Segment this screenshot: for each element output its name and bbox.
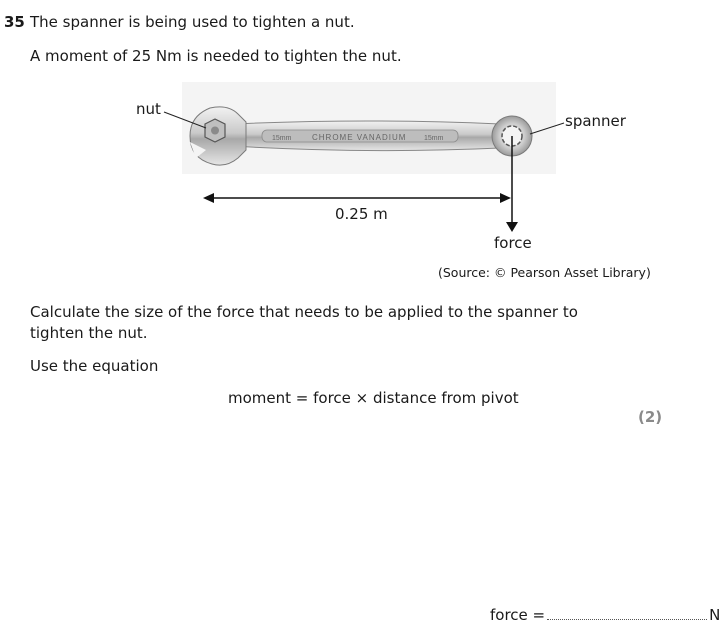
calculation-instruction: Calculate the size of the force that nee…: [30, 303, 578, 342]
question-stem: The spanner is being used to tighten a n…: [30, 13, 355, 31]
nut-hole: [211, 126, 219, 135]
figure-source: (Source: © Pearson Asset Library): [438, 265, 651, 280]
distance-arrowhead-right: [500, 193, 511, 203]
use-equation-text: Use the equation: [30, 357, 159, 375]
spanner-label: spanner: [565, 112, 626, 130]
answer-label: force =: [490, 606, 546, 624]
answer-field[interactable]: [547, 607, 708, 620]
moment-equation: moment = force × distance from pivot: [228, 389, 519, 407]
marks-indicator: (2): [638, 408, 663, 426]
spanner-size-right: 15mm: [424, 135, 444, 142]
question-number: 35: [4, 13, 25, 31]
distance-arrowhead-left: [203, 193, 214, 203]
spanner-size-left: 15mm: [272, 135, 292, 142]
answer-line: force = N: [490, 606, 720, 624]
answer-unit: N: [709, 606, 721, 624]
spanner-engraving-text: CHROME VANADIUM: [312, 133, 406, 142]
spanner-leader-line: [529, 122, 565, 135]
nut-leader-line: [163, 111, 207, 129]
nut-label: nut: [136, 100, 161, 118]
distance-label: 0.25 m: [335, 205, 388, 223]
force-arrowhead: [506, 222, 518, 232]
spanner-engraving-panel: [261, 129, 459, 143]
jaw-opening: [190, 142, 206, 158]
moment-statement: A moment of 25 Nm is needed to tighten t…: [30, 47, 402, 65]
force-label: force: [494, 234, 532, 252]
spanner-figure: 15mm CHROME VANADIUM 15mm: [163, 82, 565, 232]
